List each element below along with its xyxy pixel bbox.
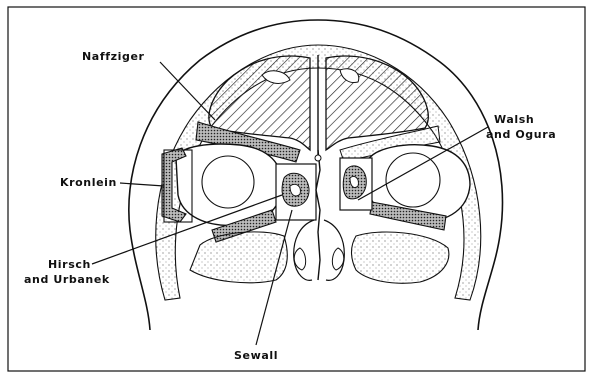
label-hirsch-line1: Hirsch (48, 258, 91, 271)
left-maxillary-sinus (190, 232, 287, 283)
kronlein-leader (120, 183, 164, 186)
label-hirsch-line2: and Urbanek (24, 273, 110, 286)
label-walsh-line2: and Ogura (486, 128, 556, 141)
nasal-septum (316, 150, 320, 280)
label-sewall: Sewall (234, 349, 278, 362)
label-naffziger: Naffziger (82, 50, 145, 63)
crista-galli (315, 155, 321, 161)
label-walsh-line1: Walsh (494, 113, 534, 126)
label-kronlein: Kronlein (60, 176, 117, 189)
left-eyeball (202, 156, 254, 208)
right-maxillary-sinus (352, 232, 449, 283)
